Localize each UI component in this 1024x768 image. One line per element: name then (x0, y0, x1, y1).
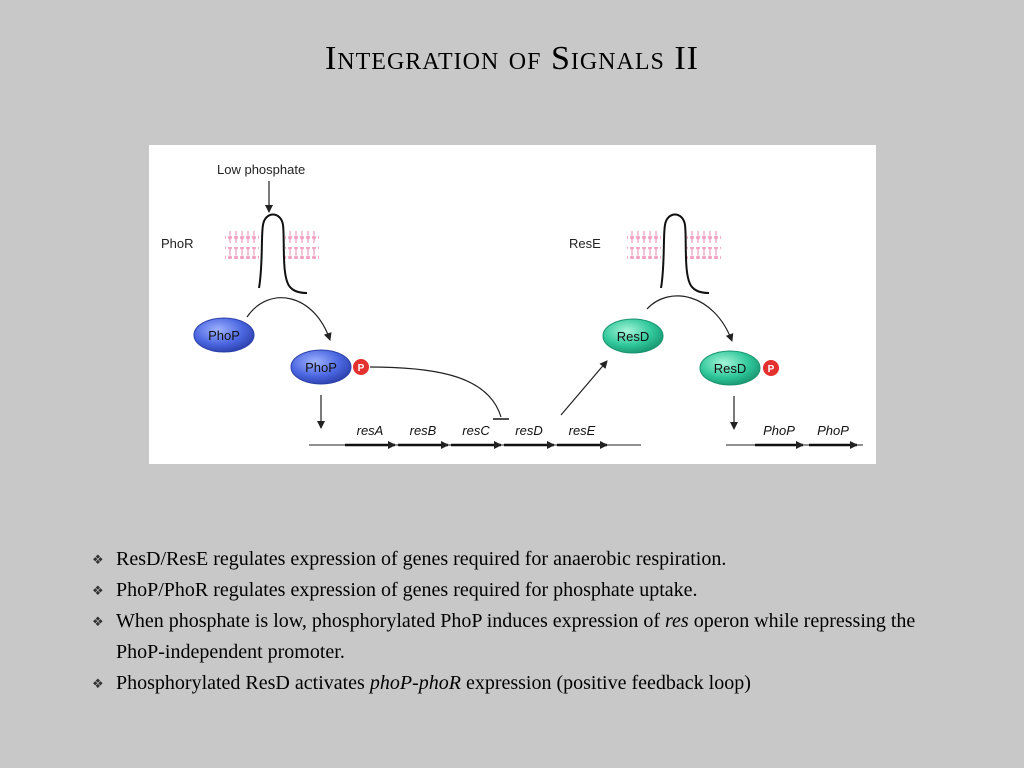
bullet-marker: ❖ (92, 614, 104, 629)
phop-phosphorylated-protein (290, 349, 352, 385)
gene-label-resb-1: resB (410, 423, 437, 438)
phosphorylation-arrow-phop (246, 297, 332, 341)
resd-phosphorylated-protein (699, 350, 761, 386)
bullet-text: Phosphorylated ResD activates (116, 672, 370, 694)
pho-operon-genes: PhoP PhoP (755, 423, 858, 449)
phor-receptor (258, 213, 308, 294)
gene-label-resa-0: resA (357, 423, 384, 438)
phospho-badge-phop-label: P (358, 363, 365, 374)
bullet-text: PhoP/PhoR regulates expression of genes … (116, 579, 698, 601)
membrane-lower-left (225, 247, 259, 259)
bullet-text: When phosphate is low, phosphorylated Ph… (116, 610, 665, 632)
slide-title: Integration of Signals II (324, 40, 700, 77)
bullet-text-continued: operon while repressing the PhoP-indepen… (116, 610, 916, 663)
phop-protein (193, 317, 255, 353)
phop-protein-label: PhoP (208, 328, 240, 343)
bullet-marker: ❖ (92, 552, 104, 567)
gene-label-resd-3: resD (515, 423, 542, 438)
phospho-badge-phop (353, 359, 369, 375)
low-phosphate-label: Low phosphate (217, 162, 305, 177)
rese-receptor (660, 213, 710, 294)
membrane-upper-right-rese (687, 231, 721, 243)
membrane-upper-right (285, 231, 319, 243)
bullet-list: ❖ ResD/ResE regulates expression of genes… (90, 544, 950, 699)
phospho-badge-resd-label: P (768, 364, 775, 375)
bullet-item: ❖ When phosphate is low, phosphorylated P… (90, 606, 950, 668)
membrane-upper-left (225, 231, 259, 243)
membrane-lower-right-rese (687, 247, 721, 259)
resd-protein-label: ResD (617, 329, 650, 344)
membrane-lower-right (285, 247, 319, 259)
res-operon-genes: resA resB resC resD resE (345, 423, 608, 449)
resd-phosphorylated-label: ResD (714, 361, 747, 376)
resd-protein (602, 318, 664, 354)
phosphorylation-arrow-resd (646, 295, 734, 342)
bullet-italic-term: phoP-phoR (369, 672, 461, 694)
gene-label-rese-4: resE (569, 423, 596, 438)
phospho-badge-resd (763, 360, 779, 376)
bullet-text: ResD/ResE regulates expression of genes … (116, 548, 727, 570)
phop-phosphorylated-label: PhoP (305, 360, 337, 375)
bullet-marker: ❖ (92, 676, 104, 691)
bullet-item: ❖ Phosphorylated ResD activates phoP-phoR… (90, 668, 950, 699)
bullet-text-continued: expression (positive feedback loop) (460, 672, 751, 694)
bullet-item: ❖ PhoP/PhoR regulates expression of genes… (90, 575, 950, 606)
bullet-italic-term: res (665, 610, 689, 632)
rese-expression-arrow (560, 360, 608, 416)
membrane-upper-left-rese (627, 231, 661, 243)
bullet-marker: ❖ (92, 583, 104, 598)
phor-label: PhoR (161, 236, 194, 251)
membrane-lower-left-rese (627, 247, 661, 259)
phop-repression-line (369, 366, 502, 418)
gene-label-phop-0: PhoP (763, 423, 795, 438)
rese-label: ResE (569, 236, 601, 251)
bullet-item: ❖ ResD/ResE regulates expression of genes… (90, 544, 950, 575)
gene-label-resc-2: resC (462, 423, 490, 438)
gene-label-phop-1: PhoP (817, 423, 849, 438)
